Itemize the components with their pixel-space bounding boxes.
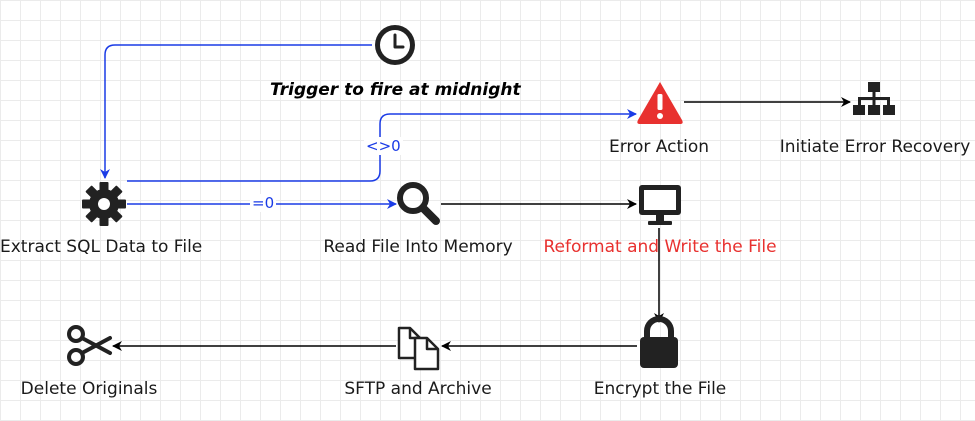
scissors-icon[interactable]: [67, 325, 112, 366]
warning-icon[interactable]: [637, 82, 683, 124]
clock-icon[interactable]: [375, 25, 415, 65]
reformat-label: Reformat and Write the File: [543, 237, 777, 257]
magnifier-icon[interactable]: [397, 182, 440, 225]
error-action-label: Error Action: [608, 137, 710, 157]
extract-label: Extract SQL Data to File: [0, 237, 203, 257]
edge-label-zero: =0: [250, 194, 277, 212]
gear-icon[interactable]: [82, 182, 126, 226]
edge-trigger-to-extract: [100, 44, 372, 179]
lock-icon[interactable]: [640, 316, 678, 368]
read-label: Read File Into Memory: [323, 237, 513, 257]
monitor-icon[interactable]: [639, 185, 681, 225]
encrypt-label: Encrypt the File: [593, 379, 727, 399]
trigger-label: Trigger to fire at midnight: [270, 80, 521, 100]
delete-label: Delete Originals: [20, 379, 158, 399]
recovery-label: Initiate Error Recovery: [779, 137, 971, 157]
sftp-label: SFTP and Archive: [344, 379, 492, 399]
sitemap-icon[interactable]: [853, 82, 895, 115]
edge-label-not-zero: <>0: [364, 137, 403, 155]
copy-files-icon[interactable]: [397, 326, 440, 371]
